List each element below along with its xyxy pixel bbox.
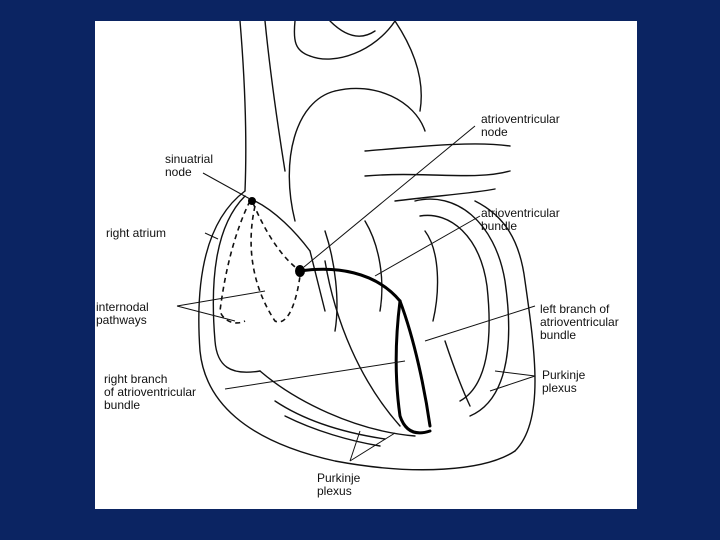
leader-av-node	[303, 125, 476, 268]
right-atrium-wall	[212, 195, 261, 373]
left-ventricle-outer	[414, 198, 510, 417]
mitral-leaflet	[424, 230, 439, 322]
aorta-arch	[309, 21, 396, 60]
interatrial-septum	[309, 250, 326, 312]
leader-purkinje-right-1	[494, 370, 536, 377]
pulmonary-vein-2	[364, 170, 511, 177]
pulmonary-trunk	[329, 21, 376, 37]
left-ventricle-inner	[419, 214, 490, 402]
aorta-left	[293, 21, 311, 57]
pulmonary-vein-3	[394, 188, 496, 202]
right-ventricle-wall	[259, 370, 416, 437]
label-av-bundle: atrioventricular bundle	[481, 206, 560, 233]
leader-purkinje-bottom-2	[349, 432, 396, 462]
pulmonary-vein	[364, 143, 511, 152]
leader-internodal-1	[176, 290, 266, 307]
heart-outline	[198, 190, 516, 471]
leader-sa-node	[202, 172, 251, 200]
leader-right-branch	[224, 360, 406, 390]
label-right-branch: right branch of atrioventricular bundle	[104, 372, 197, 412]
label-left-branch: left branch of atrioventricular bundle	[540, 302, 619, 342]
papillary-muscle-left	[444, 340, 471, 407]
av-bundle-line	[298, 267, 402, 303]
interventricular-septum	[324, 260, 401, 427]
leader-right-atrium	[204, 232, 219, 240]
leader-purkinje-bottom-1	[349, 430, 361, 462]
conduction-system	[298, 267, 432, 435]
diagram-panel: sinuatrial node right atrium internodal …	[95, 21, 637, 509]
label-purkinje-right: Purkinje plexus	[542, 368, 586, 395]
trabeculae	[274, 400, 386, 440]
label-sinuatrial-node: sinuatrial node	[165, 152, 214, 179]
leader-internodal-2	[176, 305, 236, 322]
superior-vena-cava-right	[264, 21, 286, 172]
heart-diagram	[176, 21, 536, 471]
av-node-dot	[295, 265, 305, 277]
pulmonary-artery-top	[334, 87, 426, 132]
internodal-pathways-lines	[219, 200, 301, 324]
leader-left-branch	[424, 305, 536, 342]
pulmonary-artery	[288, 90, 336, 222]
label-purkinje-bottom: Purkinje plexus	[317, 471, 361, 498]
trabeculae-2	[284, 415, 381, 447]
superior-vena-cava	[239, 21, 247, 192]
aorta-right	[394, 21, 422, 112]
label-internodal-pathways: internodal pathways	[96, 300, 149, 327]
label-av-node: atrioventricular node	[481, 112, 560, 139]
leader-lines	[176, 125, 536, 462]
leader-purkinje-right-2	[489, 375, 536, 392]
leader-av-bundle	[374, 215, 481, 277]
right-atrium-inner	[254, 200, 311, 252]
heart-outline-right	[474, 200, 536, 452]
right-branch-line	[394, 299, 432, 435]
label-right-atrium: right atrium	[106, 226, 167, 240]
left-branch-line	[398, 299, 432, 428]
tricuspid-leaflet-2	[364, 220, 383, 312]
tricuspid-leaflet	[324, 230, 338, 332]
